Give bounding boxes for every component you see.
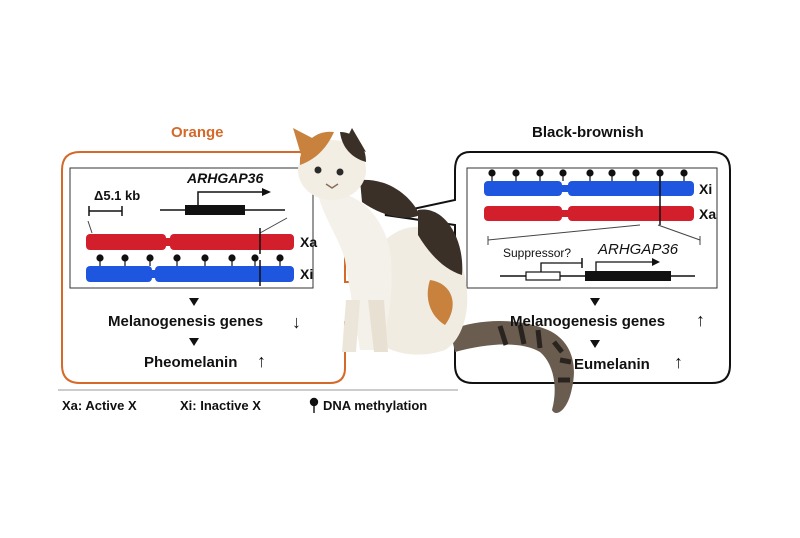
left-xi-chromosome [86,260,294,286]
left-xi-label: Xi [300,266,314,282]
right-methylation-marks [488,169,688,181]
pheomelanin-label: Pheomelanin [144,354,238,371]
right-genes-up-arrow-icon: ↑ [696,310,705,330]
deletion-label: Δ5.1 kb [94,188,141,203]
orange-panel [61,151,437,384]
lollipop-icon [309,397,319,413]
left-xa-label: Xa [300,234,318,250]
black-panel [384,151,731,384]
right-xa-label: Xa [699,206,717,222]
tss-arrowhead [262,188,271,196]
left-inner-box [69,167,314,289]
left-melanogenesis-label: Melanogenesis genes [108,313,264,330]
suppressor-label: Suppressor? [503,246,572,260]
suppressor-inhibition [540,262,582,272]
tss-arrow [197,191,262,205]
pheomelanin-up-arrow-icon: ↑ [257,351,266,371]
right-xa-chromosome [484,200,694,225]
legend-xi: Xi: Inactive X [180,398,261,413]
right-down-arrow-1 [590,298,600,306]
left-methylation-marks [96,254,284,266]
left-down-arrow-icon: ↓ [292,312,301,332]
right-melanogenesis-label: Melanogenesis genes [510,313,666,330]
legend-methylation: DNA methylation [323,398,428,413]
zoom-line-left [87,220,93,234]
right-inner-box [466,167,718,289]
black-title: Black-brownish [532,124,644,141]
left-down-arrow-1 [189,298,199,306]
right-zoom-line-right [657,224,701,241]
arhgap36-gene-body [185,205,245,215]
left-xa-chromosome [86,228,294,254]
right-zoom-line-left [487,224,641,241]
legend-xa: Xa: Active X [62,398,137,413]
right-xi-label: Xi [699,181,713,197]
eumelanin-up-arrow-icon: ↑ [674,352,683,372]
right-tss-arrowhead [652,258,660,266]
zoom-line-right [259,217,288,234]
left-down-arrow-2 [189,338,199,346]
right-gene-label: ARHGAP36 [598,241,679,258]
black-callout-border [384,151,731,384]
right-down-arrow-2 [590,340,600,348]
right-tss-arrow [595,261,652,271]
right-arhgap36-gene-body [585,271,671,281]
suppressor-element [525,271,561,281]
left-gene-label: ARHGAP36 [187,170,264,186]
calico-cat-image [293,128,574,414]
eumelanin-label: Eumelanin [574,356,650,373]
orange-title: Orange [171,124,224,141]
